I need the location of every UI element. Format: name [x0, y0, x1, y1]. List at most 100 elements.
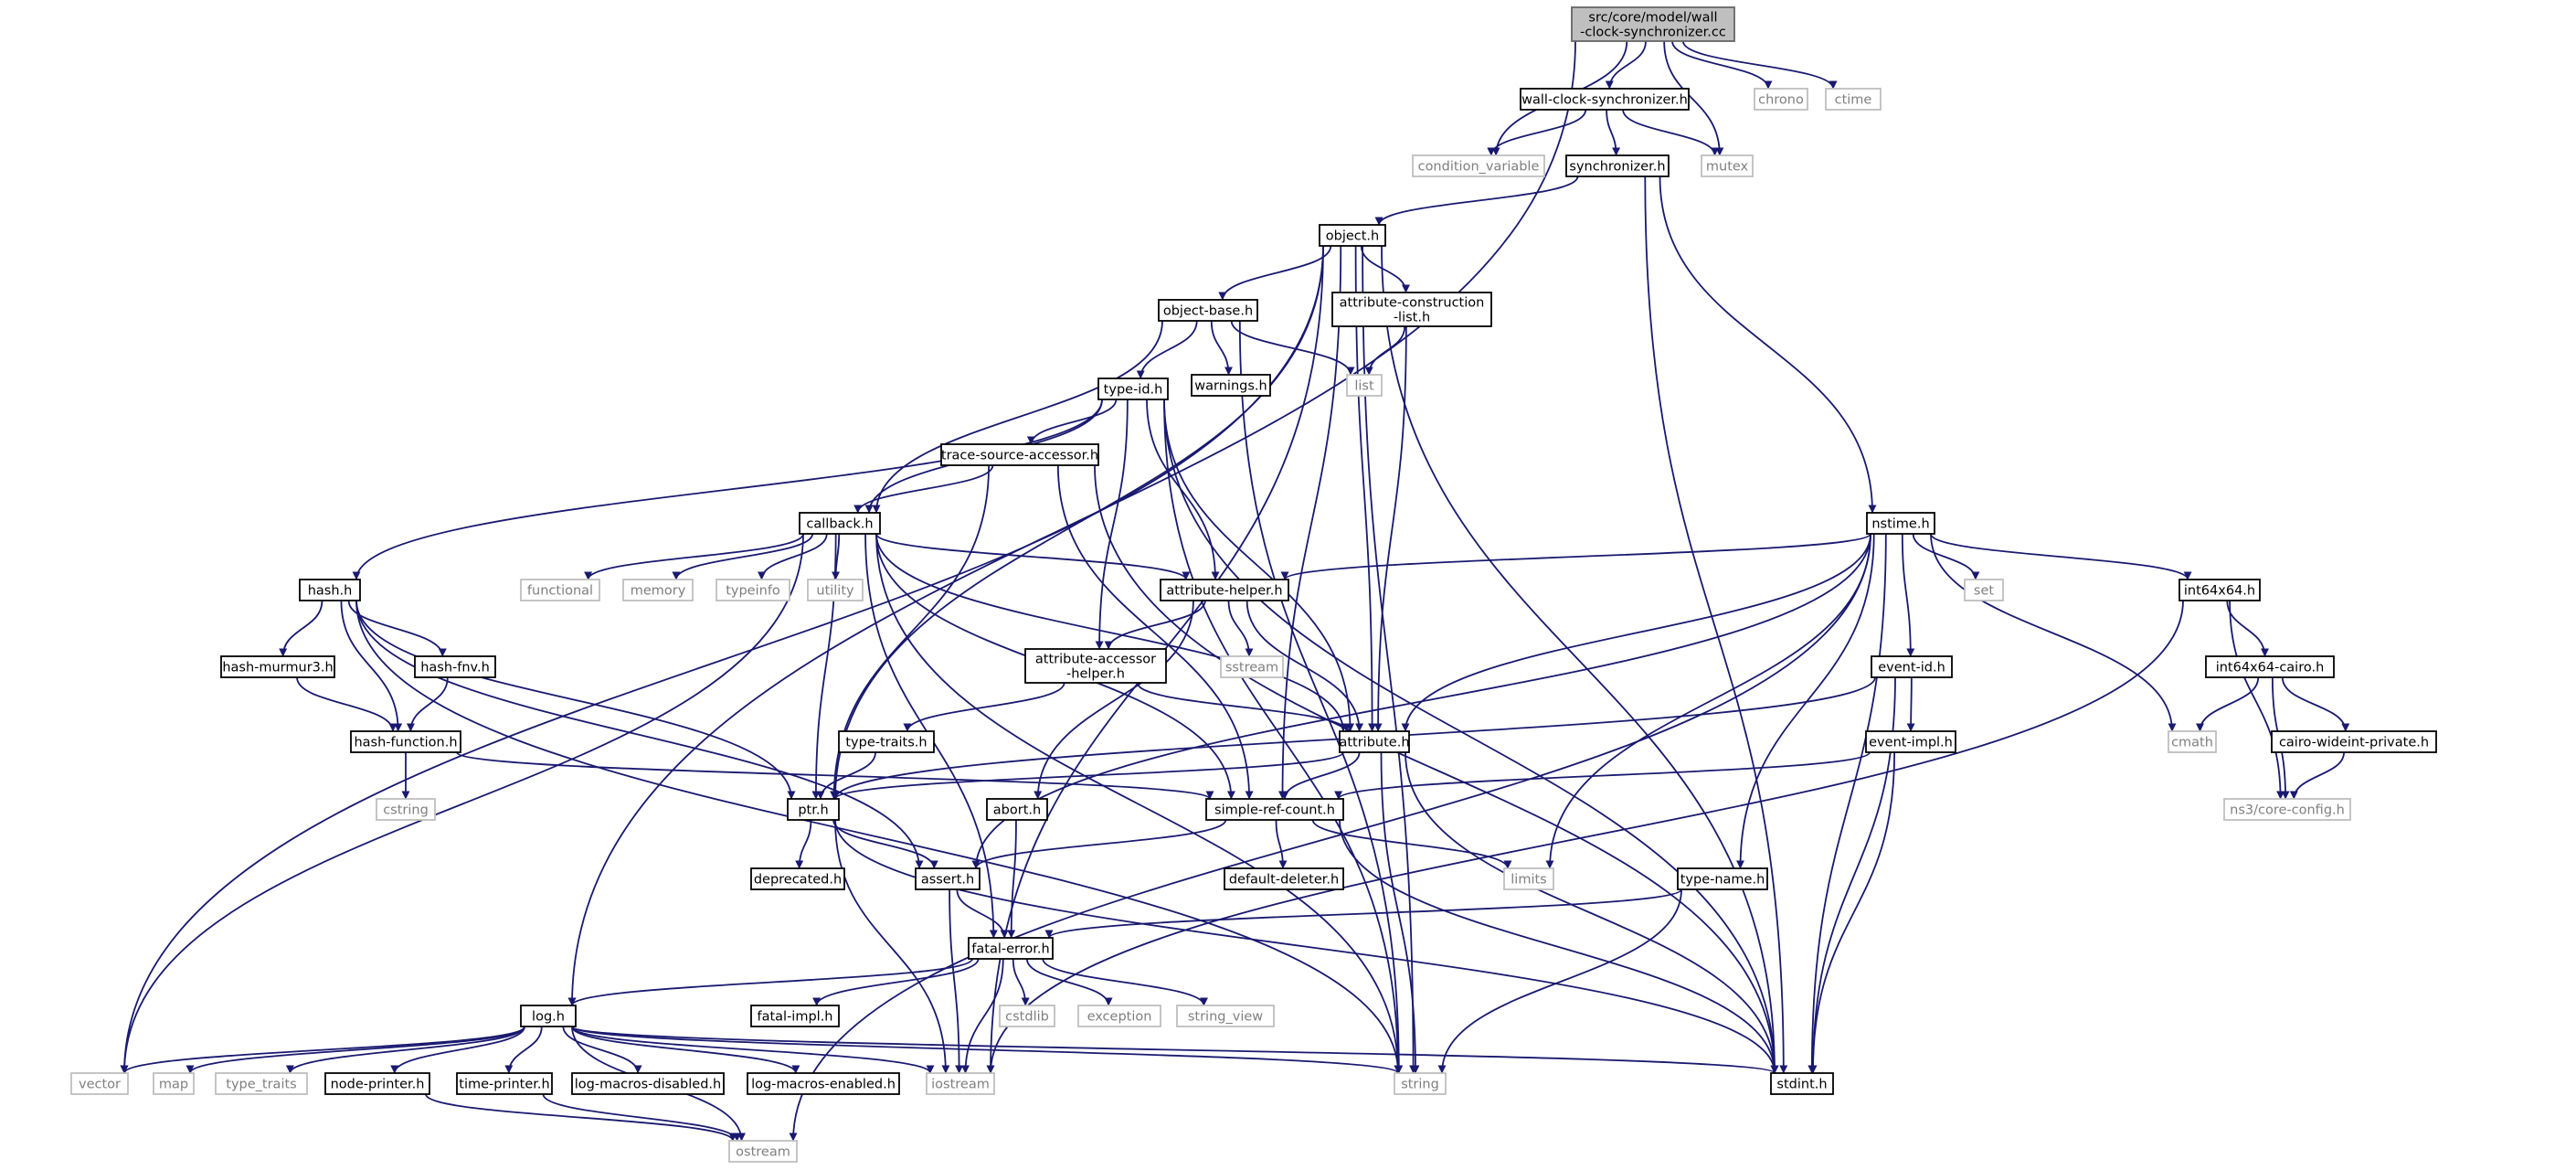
- edge-fatal_error-to-log_h: [567, 958, 973, 1006]
- node-time-printer[interactable]: time-printer.h: [456, 1072, 553, 1095]
- node-hash-murmur3[interactable]: hash-murmur3.h: [220, 655, 335, 678]
- node-node-printer[interactable]: node-printer.h: [324, 1072, 430, 1095]
- edge-attr_helper-to-attr_accessor: [1104, 600, 1206, 650]
- node-type-traits-h[interactable]: type-traits.h: [838, 730, 935, 753]
- edge-attr_accessor-to-type_traits_h: [903, 682, 1065, 732]
- node-label: warnings.h: [1194, 379, 1267, 394]
- node-cstring: cstring: [376, 798, 436, 821]
- node-box: [376, 798, 436, 821]
- edge-object_base_h-to-warnings_h: [1210, 320, 1233, 376]
- node-nstime-h[interactable]: nstime.h: [1866, 512, 1935, 535]
- edge-attr_construction-to-list: [1364, 325, 1406, 376]
- node-box: [986, 798, 1048, 821]
- edge-type_id_h-to-trace_source: [1026, 399, 1118, 445]
- node-box: [2223, 798, 2351, 821]
- node-attr-helper[interactable]: attribute-helper.h: [1160, 579, 1289, 601]
- edge-log_h-to-time_printer: [504, 1026, 543, 1074]
- node-label: utility: [816, 584, 854, 599]
- edge-hash_h-to-string: [355, 600, 1403, 1074]
- node-type-name[interactable]: type-name.h: [1677, 867, 1768, 890]
- node-label: src/core/model/wall: [1588, 11, 1717, 26]
- node-log-disabled[interactable]: log-macros-disabled.h: [571, 1072, 725, 1095]
- node-label: stdint.h: [1776, 1078, 1827, 1092]
- edge-root-to-mutex: [1663, 40, 1724, 156]
- node-log-enabled[interactable]: log-macros-enabled.h: [747, 1072, 900, 1095]
- edge-simple_ref-to-stdint: [1339, 819, 1779, 1074]
- node-object-base-h[interactable]: object-base.h: [1158, 299, 1258, 322]
- node-box: [1754, 88, 1808, 111]
- node-label: int64x64.h: [2184, 584, 2255, 599]
- node-attribute-h[interactable]: attribute.h: [1339, 730, 1410, 753]
- node-synchronizer-h[interactable]: synchronizer.h: [1565, 154, 1670, 177]
- node-typeinfo: typeinfo: [716, 579, 790, 601]
- edge-event_impl-to-stdint: [1808, 751, 1896, 1074]
- node-box: [1339, 730, 1410, 753]
- edge-event_id_h-to-event_impl: [1906, 676, 1915, 732]
- node-label: -clock-synchronizer.cc: [1580, 26, 1726, 40]
- edge-ptr_h-to-deprecated_h: [795, 819, 812, 869]
- node-label: string_view: [1188, 1010, 1263, 1025]
- node-fatal-impl[interactable]: fatal-impl.h: [750, 1005, 840, 1027]
- edge-hash_function-to-simple_ref: [456, 751, 1214, 800]
- node-box: [807, 579, 864, 601]
- node-object-h[interactable]: object.h: [1319, 224, 1386, 247]
- edge-log_h-to-log_enabled: [571, 1026, 800, 1074]
- node-attr-construction[interactable]: attribute-construction-list.h: [1331, 292, 1492, 327]
- node-stdint[interactable]: stdint.h: [1770, 1072, 1834, 1095]
- edge-attr_accessor-to-attribute_h: [1136, 682, 1351, 732]
- node-event-id-h[interactable]: event-id.h: [1871, 655, 1953, 678]
- edge-fatal_error-to-cstdlib: [1012, 958, 1030, 1006]
- node-box: [520, 1005, 577, 1027]
- node-cairo-wideint[interactable]: cairo-wideint-private.h: [2271, 730, 2437, 753]
- node-ptr-h[interactable]: ptr.h: [787, 798, 840, 821]
- node-label: mutex: [1706, 160, 1749, 175]
- node-hash-fnv[interactable]: hash-fnv.h: [414, 655, 496, 678]
- node-int64x64-cairo[interactable]: int64x64-cairo.h: [2205, 655, 2335, 678]
- node-label: attribute-accessor: [1035, 653, 1156, 667]
- node-assert-h[interactable]: assert.h: [915, 867, 981, 890]
- node-box: [1701, 154, 1754, 177]
- node-default-deleter[interactable]: default-deleter.h: [1224, 867, 1344, 890]
- edge-type_traits_h-to-ptr_h: [816, 751, 876, 800]
- node-fatal-error[interactable]: fatal-error.h: [968, 937, 1054, 960]
- node-box: [799, 512, 881, 535]
- node-wcs-h[interactable]: wall-clock-synchronizer.h: [1520, 88, 1690, 111]
- node-box: [1224, 867, 1344, 890]
- node-box: [1565, 154, 1670, 177]
- node-label: -list.h: [1394, 311, 1430, 325]
- node-label: hash.h: [308, 584, 353, 599]
- node-box: [1319, 224, 1386, 247]
- node-sstream: sstream: [1220, 655, 1284, 678]
- node-label: hash-fnv.h: [420, 661, 490, 675]
- edge-simple_ref-to-limits: [1311, 819, 1512, 869]
- node-warnings-h[interactable]: warnings.h: [1191, 374, 1271, 397]
- node-type-id-h[interactable]: type-id.h: [1097, 378, 1169, 400]
- node-callback-h[interactable]: callback.h: [799, 512, 881, 535]
- edge-fatal_error-to-string_view: [1042, 958, 1208, 1006]
- node-deprecated-h[interactable]: deprecated.h: [750, 867, 845, 890]
- node-label: hash-murmur3.h: [222, 661, 333, 675]
- node-root[interactable]: src/core/model/wall-clock-synchronizer.c…: [1571, 6, 1735, 42]
- edge-synchronizer_h-to-object_h: [1374, 176, 1579, 226]
- edge-log_h-to-map: [186, 1026, 525, 1074]
- node-simple-ref[interactable]: simple-ref-count.h: [1205, 798, 1344, 821]
- node-hash-function[interactable]: hash-function.h: [350, 730, 461, 753]
- node-box: [350, 730, 461, 753]
- edge-callback_h-to-ptr_h: [811, 533, 837, 800]
- node-box: [324, 1072, 430, 1095]
- edge-assert_h-to-iostream: [949, 888, 964, 1074]
- edge-attribute_h-to-stdint: [1405, 751, 1779, 1074]
- node-box: [1220, 655, 1284, 678]
- node-box: [915, 867, 981, 890]
- node-event-impl[interactable]: event-impl.h: [1865, 730, 1956, 753]
- node-attr-accessor[interactable]: attribute-accessor-helper.h: [1024, 648, 1167, 684]
- node-hash-h[interactable]: hash.h: [299, 579, 361, 601]
- node-log-h[interactable]: log.h: [520, 1005, 577, 1027]
- edge-hash_murmur3-to-hash_function: [296, 676, 398, 732]
- node-label: ctime: [1835, 93, 1872, 108]
- node-box: [1503, 867, 1554, 890]
- node-trace-source[interactable]: trace-source-accessor.h: [940, 443, 1099, 466]
- node-int64x64-h[interactable]: int64x64.h: [2178, 579, 2261, 601]
- node-abort-h[interactable]: abort.h: [986, 798, 1048, 821]
